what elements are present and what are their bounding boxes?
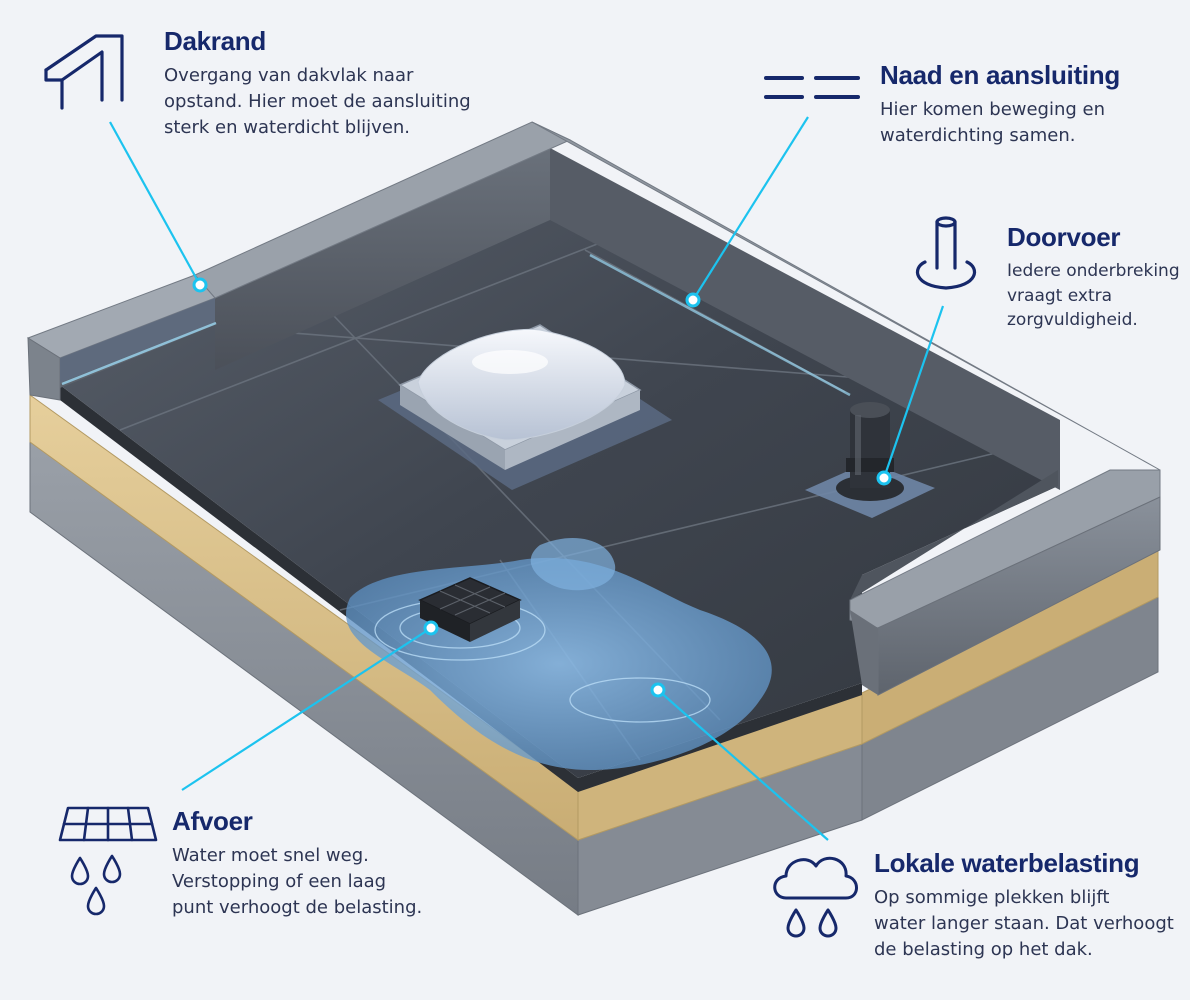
leader-line-dakrand <box>109 121 201 286</box>
roof-drain <box>418 577 522 642</box>
vent-pipe <box>805 402 935 518</box>
skylight-dome <box>417 328 626 441</box>
roof-edge-flashing <box>60 298 215 383</box>
callout-doorvoer: Doorvoer Iedere onderbreking vraagt extr… <box>1007 222 1190 333</box>
leader-line-lokaal <box>657 689 829 841</box>
callout-afvoer-text: Water moet snel weg. Verstopping of een … <box>172 845 423 919</box>
callout-naad: Naad en aansluiting Hier komen beweging … <box>880 60 1180 149</box>
leader-line-naad <box>692 116 809 301</box>
marker-naad <box>685 292 701 308</box>
callout-lokaal-text: Op sommige plekken blijft water langer s… <box>874 887 1174 961</box>
callout-dakrand-title: Dakrand <box>164 26 266 56</box>
membrane-edge-right <box>578 683 862 792</box>
rain-cloud-icon <box>773 856 858 938</box>
parapet-front-right-end <box>850 610 878 695</box>
callout-afvoer: Afvoer Water moet snel weg. Verstopping … <box>172 806 472 921</box>
parapet-front-right-inner <box>850 470 1058 600</box>
seam-highlight <box>589 253 851 397</box>
roof-edge-highlight <box>61 321 217 386</box>
seam-icon <box>764 76 860 99</box>
callout-afvoer-title: Afvoer <box>172 806 253 836</box>
leader-line-doorvoer <box>882 305 945 479</box>
parapet-inner-back-right <box>550 148 1060 490</box>
marker-dots <box>192 277 892 698</box>
skylight <box>378 324 672 490</box>
callout-lokaal: Lokale waterbelasting Op sommige plekken… <box>874 848 1190 963</box>
marker-dakrand <box>192 277 208 293</box>
leader-lines <box>109 116 945 841</box>
drain-icon <box>58 806 158 916</box>
leader-line-afvoer <box>181 627 432 791</box>
callout-doorvoer-title: Doorvoer <box>1007 222 1121 252</box>
marker-afvoer <box>423 620 439 636</box>
pipe-penetration-icon <box>915 216 977 290</box>
parapet-left-end <box>27 337 61 401</box>
marker-lokaal <box>650 682 666 698</box>
callout-naad-text: Hier komen beweging en waterdichting sam… <box>880 99 1106 147</box>
callout-dakrand-text: Overgang van dakvlak naar opstand. Hier … <box>164 65 471 139</box>
callout-naad-title: Naad en aansluiting <box>880 60 1120 90</box>
roof-block <box>26 121 1161 916</box>
roof-edge-icon <box>44 34 124 110</box>
callout-dakrand: Dakrand Overgang van dakvlak naar opstan… <box>164 26 504 141</box>
callout-doorvoer-text: Iedere onderbreking vraagt extra zorgvul… <box>1007 261 1180 331</box>
marker-doorvoer <box>876 470 892 486</box>
callout-lokaal-title: Lokale waterbelasting <box>874 848 1140 878</box>
water-puddle-small <box>530 537 616 591</box>
parapet-inner-back-left <box>215 148 550 370</box>
